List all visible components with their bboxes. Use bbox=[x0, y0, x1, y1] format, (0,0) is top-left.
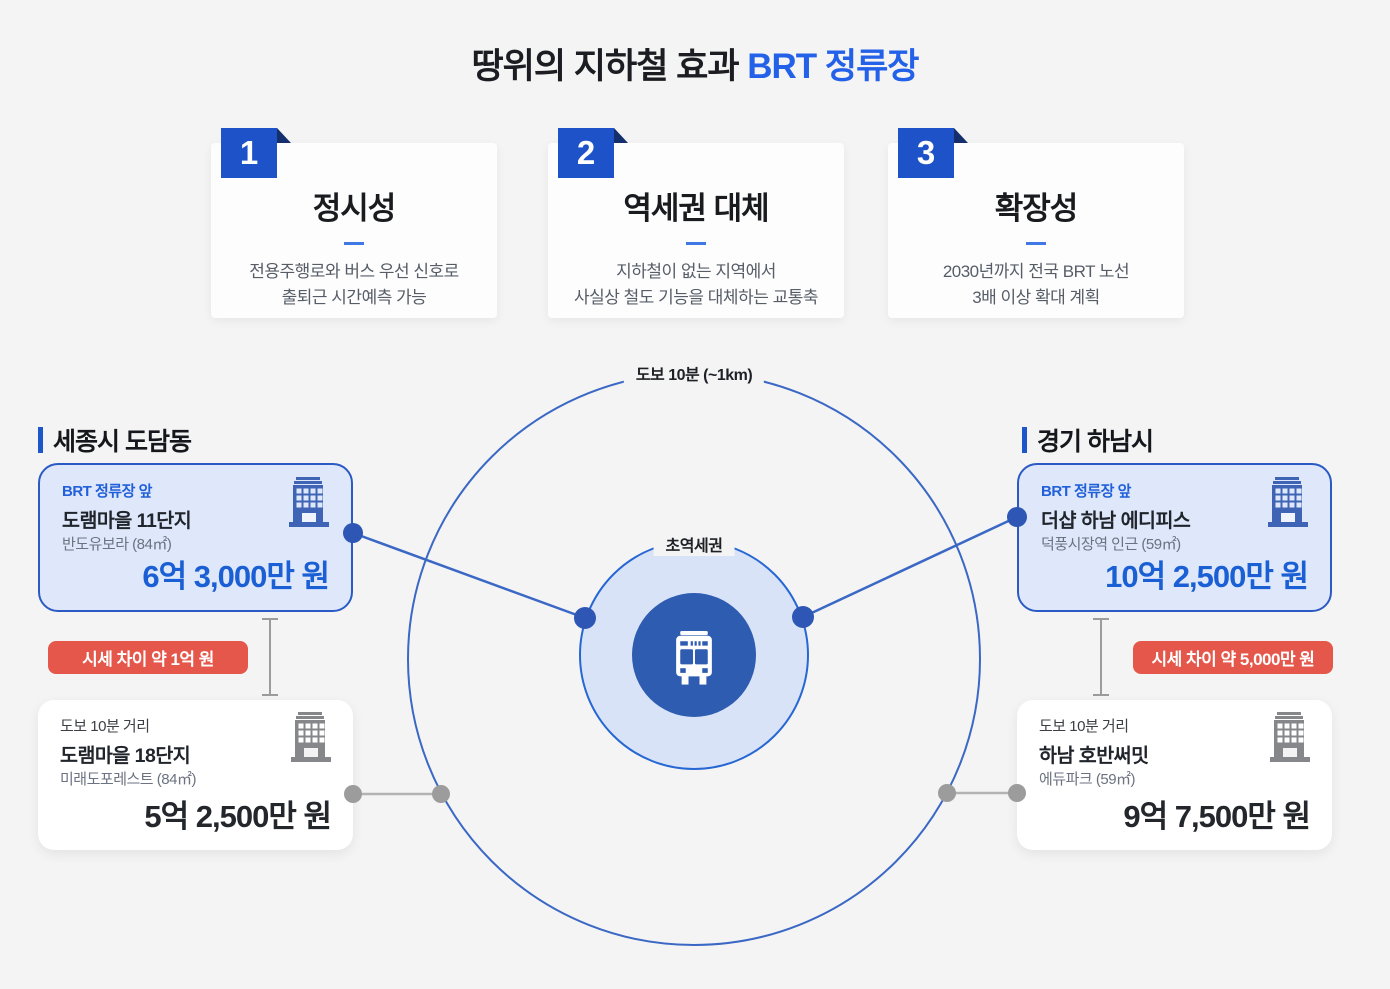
brt-station-marker bbox=[632, 593, 756, 717]
location-tag: BRT 정류장 앞 bbox=[1041, 483, 1131, 500]
region-heading-hanam: 경기 하남시 bbox=[1022, 422, 1154, 458]
property-card-near-station: BRT 정류장 앞 더샵 하남 에디피스 덕풍시장역 인근 (59㎡) 10억 … bbox=[1017, 463, 1332, 612]
page-title-highlight: BRT 정류장 bbox=[747, 47, 919, 86]
apartment-name: 하남 호반써밋 bbox=[1039, 745, 1149, 767]
building-icon bbox=[1268, 477, 1308, 527]
station-area-label: 초역세권 bbox=[653, 532, 735, 556]
region-heading-sejong: 세종시 도담동 bbox=[38, 422, 192, 458]
feature-description: 전용주행로와 버스 우선 신호로 출퇴근 시간예측 가능 bbox=[249, 262, 459, 307]
apartment-detail: 에듀파크 (59㎡) bbox=[1039, 771, 1136, 788]
building-icon bbox=[1270, 712, 1310, 762]
price-diff-badge: 시세 차이 약 5,000만 원 bbox=[1133, 641, 1333, 674]
apartment-detail: 미래도포레스트 (84㎡) bbox=[60, 771, 196, 788]
feature-card-replacement: 2 역세권 대체 지하철이 없는 지역에서 사실상 철도 기능을 대체하는 교통… bbox=[548, 128, 844, 318]
apartment-name: 도램마을 18단지 bbox=[60, 745, 191, 767]
price-gap-connector bbox=[1093, 618, 1109, 696]
ribbon-fold-icon bbox=[614, 128, 628, 143]
property-card-far-station: 도보 10분 거리 하남 호반써밋 에듀파크 (59㎡) 9억 7,500만 원 bbox=[1017, 700, 1332, 850]
property-card-near-station: BRT 정류장 앞 도램마을 11단지 반도유보라 (84㎡) 6억 3,000… bbox=[38, 463, 353, 612]
ribbon-fold-icon bbox=[277, 128, 291, 143]
feature-description: 지하철이 없는 지역에서 사실상 철도 기능을 대체하는 교통축 bbox=[574, 262, 819, 307]
apartment-price: 6억 3,000만 원 bbox=[142, 559, 330, 594]
feature-number-badge: 3 bbox=[898, 128, 954, 178]
feature-title: 정시성 bbox=[312, 191, 397, 226]
ribbon-fold-icon bbox=[954, 128, 968, 143]
page-title: 땅위의 지하철 효과 BRT 정류장 bbox=[0, 38, 1390, 89]
divider-dash bbox=[686, 242, 706, 245]
feature-card-expandability: 3 확장성 2030년까지 전국 BRT 노선 3배 이상 확대 계획 bbox=[888, 128, 1184, 318]
price-diff-badge: 시세 차이 약 1억 원 bbox=[48, 641, 248, 674]
divider-dash bbox=[1026, 242, 1046, 245]
bus-icon bbox=[676, 630, 712, 685]
apartment-name: 도램마을 11단지 bbox=[62, 510, 192, 532]
feature-title: 확장성 bbox=[994, 191, 1079, 226]
apartment-price: 10억 2,500만 원 bbox=[1105, 559, 1309, 594]
apartment-price: 5억 2,500만 원 bbox=[144, 799, 332, 834]
building-icon bbox=[291, 712, 331, 762]
building-icon bbox=[289, 477, 329, 527]
location-tag: 도보 10분 거리 bbox=[60, 718, 150, 735]
feature-card-punctuality: 1 정시성 전용주행로와 버스 우선 신호로 출퇴근 시간예측 가능 bbox=[211, 128, 497, 318]
apartment-name: 더샵 하남 에디피스 bbox=[1041, 510, 1191, 532]
location-tag: BRT 정류장 앞 bbox=[62, 483, 152, 500]
apartment-detail: 반도유보라 (84㎡) bbox=[62, 536, 172, 553]
feature-number-badge: 1 bbox=[221, 128, 277, 178]
heading-bar bbox=[38, 427, 43, 453]
apartment-detail: 덕풍시장역 인근 (59㎡) bbox=[1041, 536, 1181, 553]
station-area-circle bbox=[579, 540, 809, 770]
walk-radius-label: 도보 10분 (~1km) bbox=[623, 361, 765, 385]
property-card-far-station: 도보 10분 거리 도램마을 18단지 미래도포레스트 (84㎡) 5억 2,5… bbox=[38, 700, 353, 850]
feature-number-badge: 2 bbox=[558, 128, 614, 178]
heading-bar bbox=[1022, 427, 1027, 453]
page-title-text: 땅위의 지하철 효과 bbox=[471, 47, 748, 86]
location-tag: 도보 10분 거리 bbox=[1039, 718, 1129, 735]
apartment-price: 9억 7,500만 원 bbox=[1123, 799, 1311, 834]
divider-dash bbox=[344, 242, 364, 245]
feature-description: 2030년까지 전국 BRT 노선 3배 이상 확대 계획 bbox=[942, 262, 1130, 307]
price-gap-connector bbox=[262, 618, 278, 696]
feature-title: 역세권 대체 bbox=[623, 191, 769, 226]
